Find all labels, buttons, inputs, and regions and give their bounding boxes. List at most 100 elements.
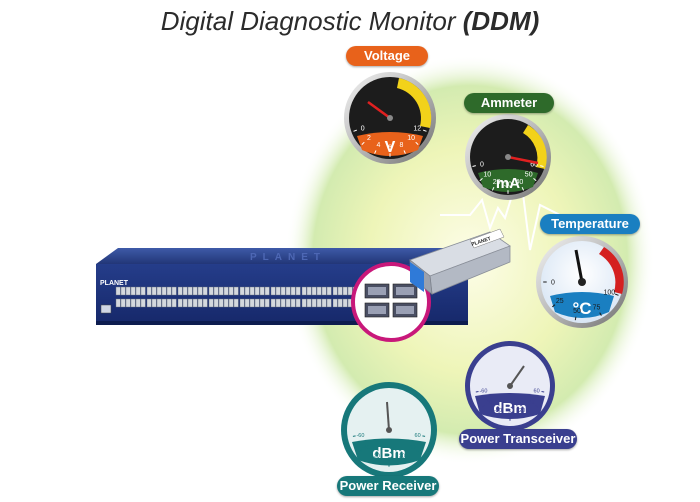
voltage-label: Voltage: [346, 46, 428, 66]
power_rx-tick-mark: [372, 460, 375, 464]
power_tx-tick-label: -60: [479, 389, 487, 395]
ethernet-port: [244, 286, 250, 296]
ethernet-port: [151, 286, 157, 296]
temperature-tick-label: 0: [551, 279, 555, 286]
temperature-needle: [574, 249, 584, 283]
sfp-slots: [364, 283, 418, 318]
power_tx-tick-label: 0: [508, 411, 511, 417]
power_tx-tick-mark: [523, 414, 527, 418]
ethernet-port: [187, 286, 193, 296]
ethernet-port: [202, 286, 208, 296]
temperature-tick-label: 100: [603, 289, 615, 296]
ethernet-port: [239, 298, 245, 308]
ethernet-port: [171, 298, 177, 308]
console-port: [100, 304, 112, 314]
voltage-tick-label: 10: [407, 135, 415, 142]
ethernet-port: [280, 286, 286, 296]
ethernet-port: [280, 298, 286, 308]
ethernet-port: [301, 286, 307, 296]
ethernet-port: [166, 298, 172, 308]
ethernet-port: [161, 298, 167, 308]
ammeter-unit: mA: [496, 175, 520, 192]
ammeter-tick-label: 10: [483, 172, 491, 179]
ethernet-port: [213, 286, 219, 296]
power_rx-tick-mark: [359, 449, 363, 453]
power_tx-tick-label: -20: [494, 408, 502, 414]
power_tx-tick-mark: [475, 391, 479, 393]
power_rx-tick-mark: [352, 435, 356, 437]
power_rx-tick-label: 40: [409, 445, 415, 451]
ethernet-port: [192, 298, 198, 308]
ethernet-port: [146, 298, 152, 308]
power_rx-tick-label: 0: [387, 457, 390, 463]
ethernet-port: [146, 286, 152, 296]
title-bold: (DDM): [462, 6, 540, 36]
power_tx-tick-mark: [541, 391, 545, 393]
ethernet-port: [239, 286, 245, 296]
ethernet-port: [342, 286, 348, 296]
power_rx-tick-mark: [403, 460, 406, 464]
temperature-tick-mark: [551, 304, 556, 308]
ammeter-label: Ammeter: [464, 93, 554, 113]
sfp-module: PLANET: [409, 228, 511, 295]
ethernet-port: [285, 286, 291, 296]
ethernet-port: [120, 286, 126, 296]
ethernet-port: [140, 298, 146, 308]
ethernet-port: [321, 298, 327, 308]
ethernet-port: [130, 286, 136, 296]
signal-line: [440, 169, 600, 251]
switch-logo: PLANET: [100, 280, 129, 287]
ethernet-port: [321, 286, 327, 296]
ethernet-port: [135, 286, 141, 296]
temperature-label: Temperature: [540, 214, 640, 234]
voltage-needle: [367, 100, 391, 120]
ethernet-port: [233, 286, 239, 296]
ethernet-port: [326, 298, 332, 308]
ethernet-port: [254, 286, 260, 296]
ethernet-port: [161, 286, 167, 296]
temperature-tick-label: 25: [556, 298, 564, 305]
ethernet-port: [218, 286, 224, 296]
ammeter-tick-mark: [472, 165, 476, 167]
voltage-tick-mark: [374, 150, 377, 154]
ethernet-port: [197, 298, 203, 308]
voltage-tick-mark: [423, 129, 427, 132]
power_tx-tick-label: 40: [529, 400, 535, 406]
voltage-tick-label: 8: [400, 142, 404, 149]
ethernet-port: [202, 298, 208, 308]
ethernet-port: [192, 286, 198, 296]
ethernet-port: [259, 286, 265, 296]
ethernet-port: [182, 286, 188, 296]
ethernet-port: [306, 298, 312, 308]
voltage-tick-label: 6: [388, 144, 392, 151]
temperature-tick-mark: [599, 312, 602, 316]
ethernet-port: [166, 286, 172, 296]
ethernet-port: [177, 298, 183, 308]
ammeter-tick-label: 40: [516, 179, 524, 186]
power_rx-tick-mark: [415, 449, 419, 453]
power_rx-tick-label: -20: [372, 454, 380, 460]
temperature-tick-mark: [574, 316, 577, 321]
ethernet-port: [249, 298, 255, 308]
ethernet-port: [332, 298, 338, 308]
ethernet-port: [156, 298, 162, 308]
ammeter-tick-mark: [479, 178, 483, 182]
ammeter-tick-mark: [491, 186, 495, 191]
power_rx-tick-label: -40: [362, 445, 370, 451]
ammeter-tick-label: 0: [480, 161, 484, 168]
ethernet-port: [125, 286, 131, 296]
ethernet-port: [151, 298, 157, 308]
ethernet-port: [171, 286, 177, 296]
ethernet-port: [332, 286, 338, 296]
ethernet-port: [244, 298, 250, 308]
ethernet-port: [275, 298, 281, 308]
ethernet-port: [208, 298, 214, 308]
ethernet-port: [218, 298, 224, 308]
